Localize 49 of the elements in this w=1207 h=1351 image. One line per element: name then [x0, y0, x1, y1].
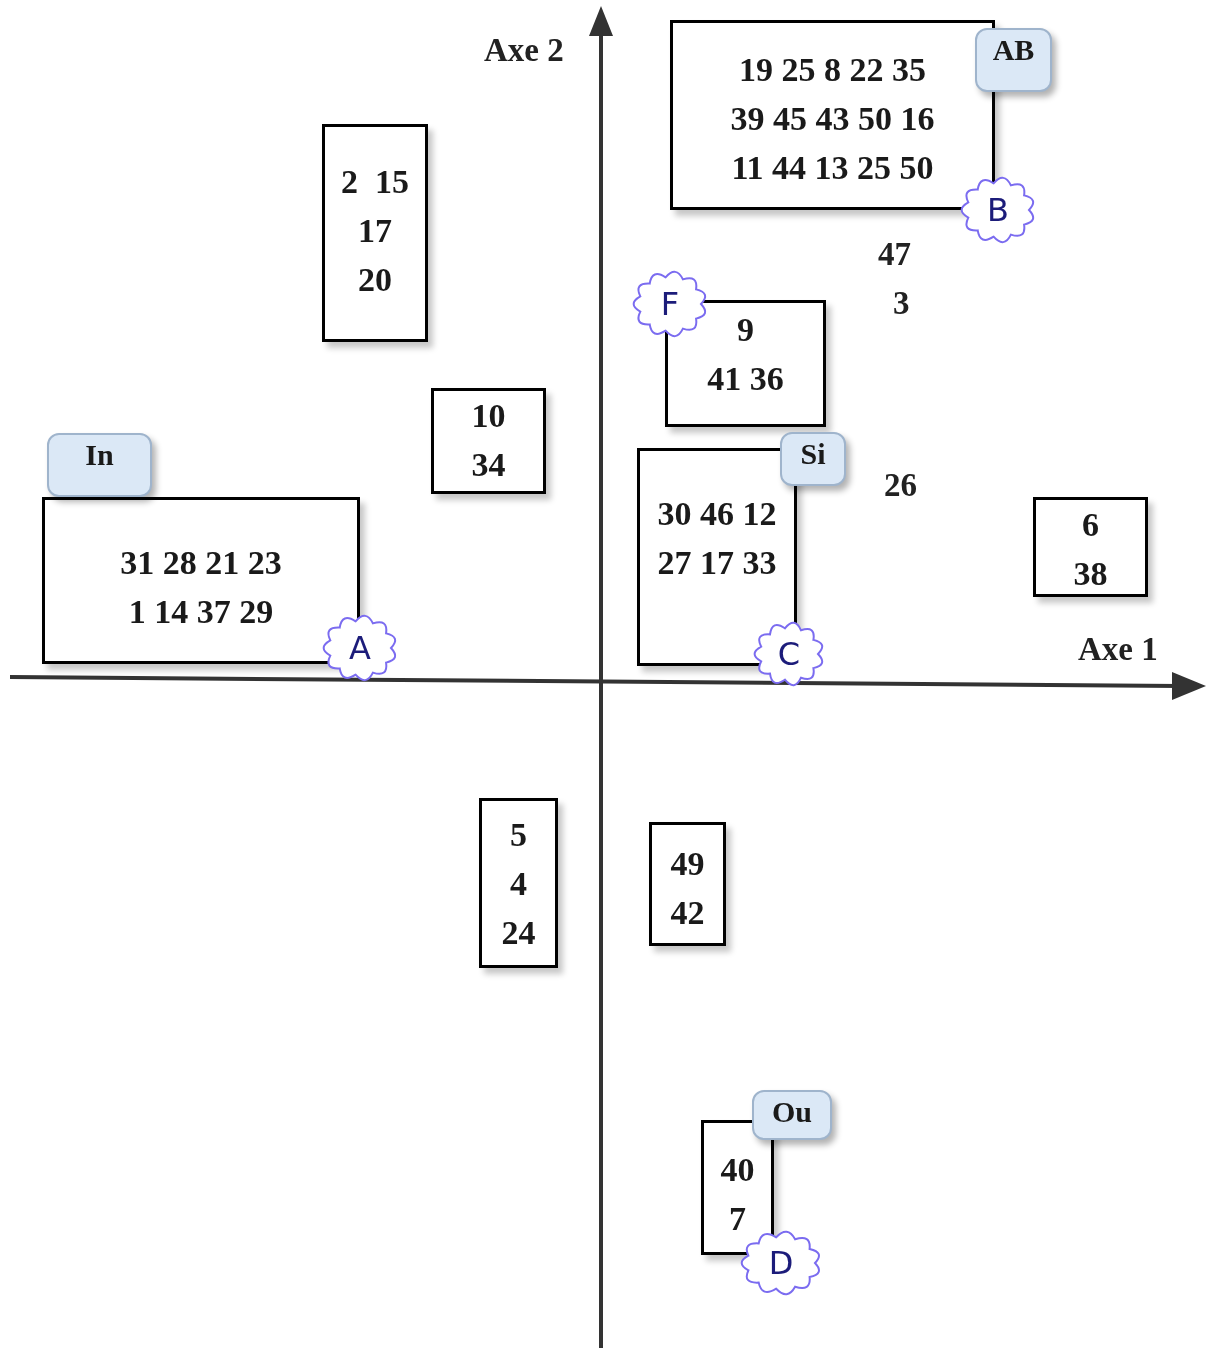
number-list: 27 17 33	[657, 538, 777, 587]
number-box	[479, 798, 558, 968]
point-number: 3	[893, 284, 910, 323]
number-list: 17	[358, 206, 392, 255]
number-list: 38	[1073, 549, 1108, 598]
cloud-marker	[960, 176, 1036, 244]
cloud-marker	[322, 614, 398, 682]
cloud-letter: F	[660, 288, 680, 320]
number-list: 2 15	[341, 157, 409, 206]
number-list: 7	[729, 1194, 746, 1243]
callout-tag: In	[47, 433, 152, 497]
number-list: 34	[471, 440, 506, 489]
callout-tag: Si	[780, 432, 846, 486]
number-list: 9	[737, 305, 754, 354]
number-list: 42	[670, 888, 705, 937]
number-box	[1033, 497, 1148, 597]
cloud-letter: A	[349, 632, 371, 664]
number-list: 40	[720, 1145, 755, 1194]
number-list: 24	[501, 908, 536, 957]
number-list: 20	[358, 255, 392, 304]
number-list: 31 28 21 23	[120, 538, 282, 587]
axis-label: Axe 1	[1078, 630, 1158, 669]
number-list: 1 14 37 29	[128, 587, 274, 636]
number-box	[701, 1120, 774, 1255]
cloud-marker	[740, 1230, 822, 1296]
number-list: 6	[1082, 500, 1099, 549]
cloud-letter: D	[768, 1247, 794, 1279]
number-box	[431, 388, 546, 494]
cloud-marker	[632, 270, 708, 338]
point-number: 26	[884, 466, 917, 505]
number-box	[649, 822, 726, 946]
number-list: 41 36	[707, 354, 784, 403]
number-list: 19 25 8 22 35	[739, 45, 926, 94]
cloud-marker	[753, 621, 825, 687]
point-number: 47	[878, 235, 911, 274]
callout-tag: AB	[975, 28, 1052, 92]
number-list: 11 44 13 25 50	[731, 143, 934, 192]
number-list: 4	[510, 859, 527, 908]
number-list: 5	[510, 810, 527, 859]
number-list: 39 45 43 50 16	[730, 94, 935, 143]
callout-tag: Ou	[752, 1090, 832, 1140]
number-list: 10	[471, 391, 506, 440]
number-list: 30 46 12	[657, 489, 777, 538]
number-box	[322, 124, 428, 342]
number-list: 49	[670, 839, 705, 888]
cloud-letter: C	[777, 638, 801, 670]
cloud-letter: B	[987, 194, 1009, 226]
number-box	[637, 448, 797, 666]
axis-label: Axe 2	[484, 31, 564, 70]
